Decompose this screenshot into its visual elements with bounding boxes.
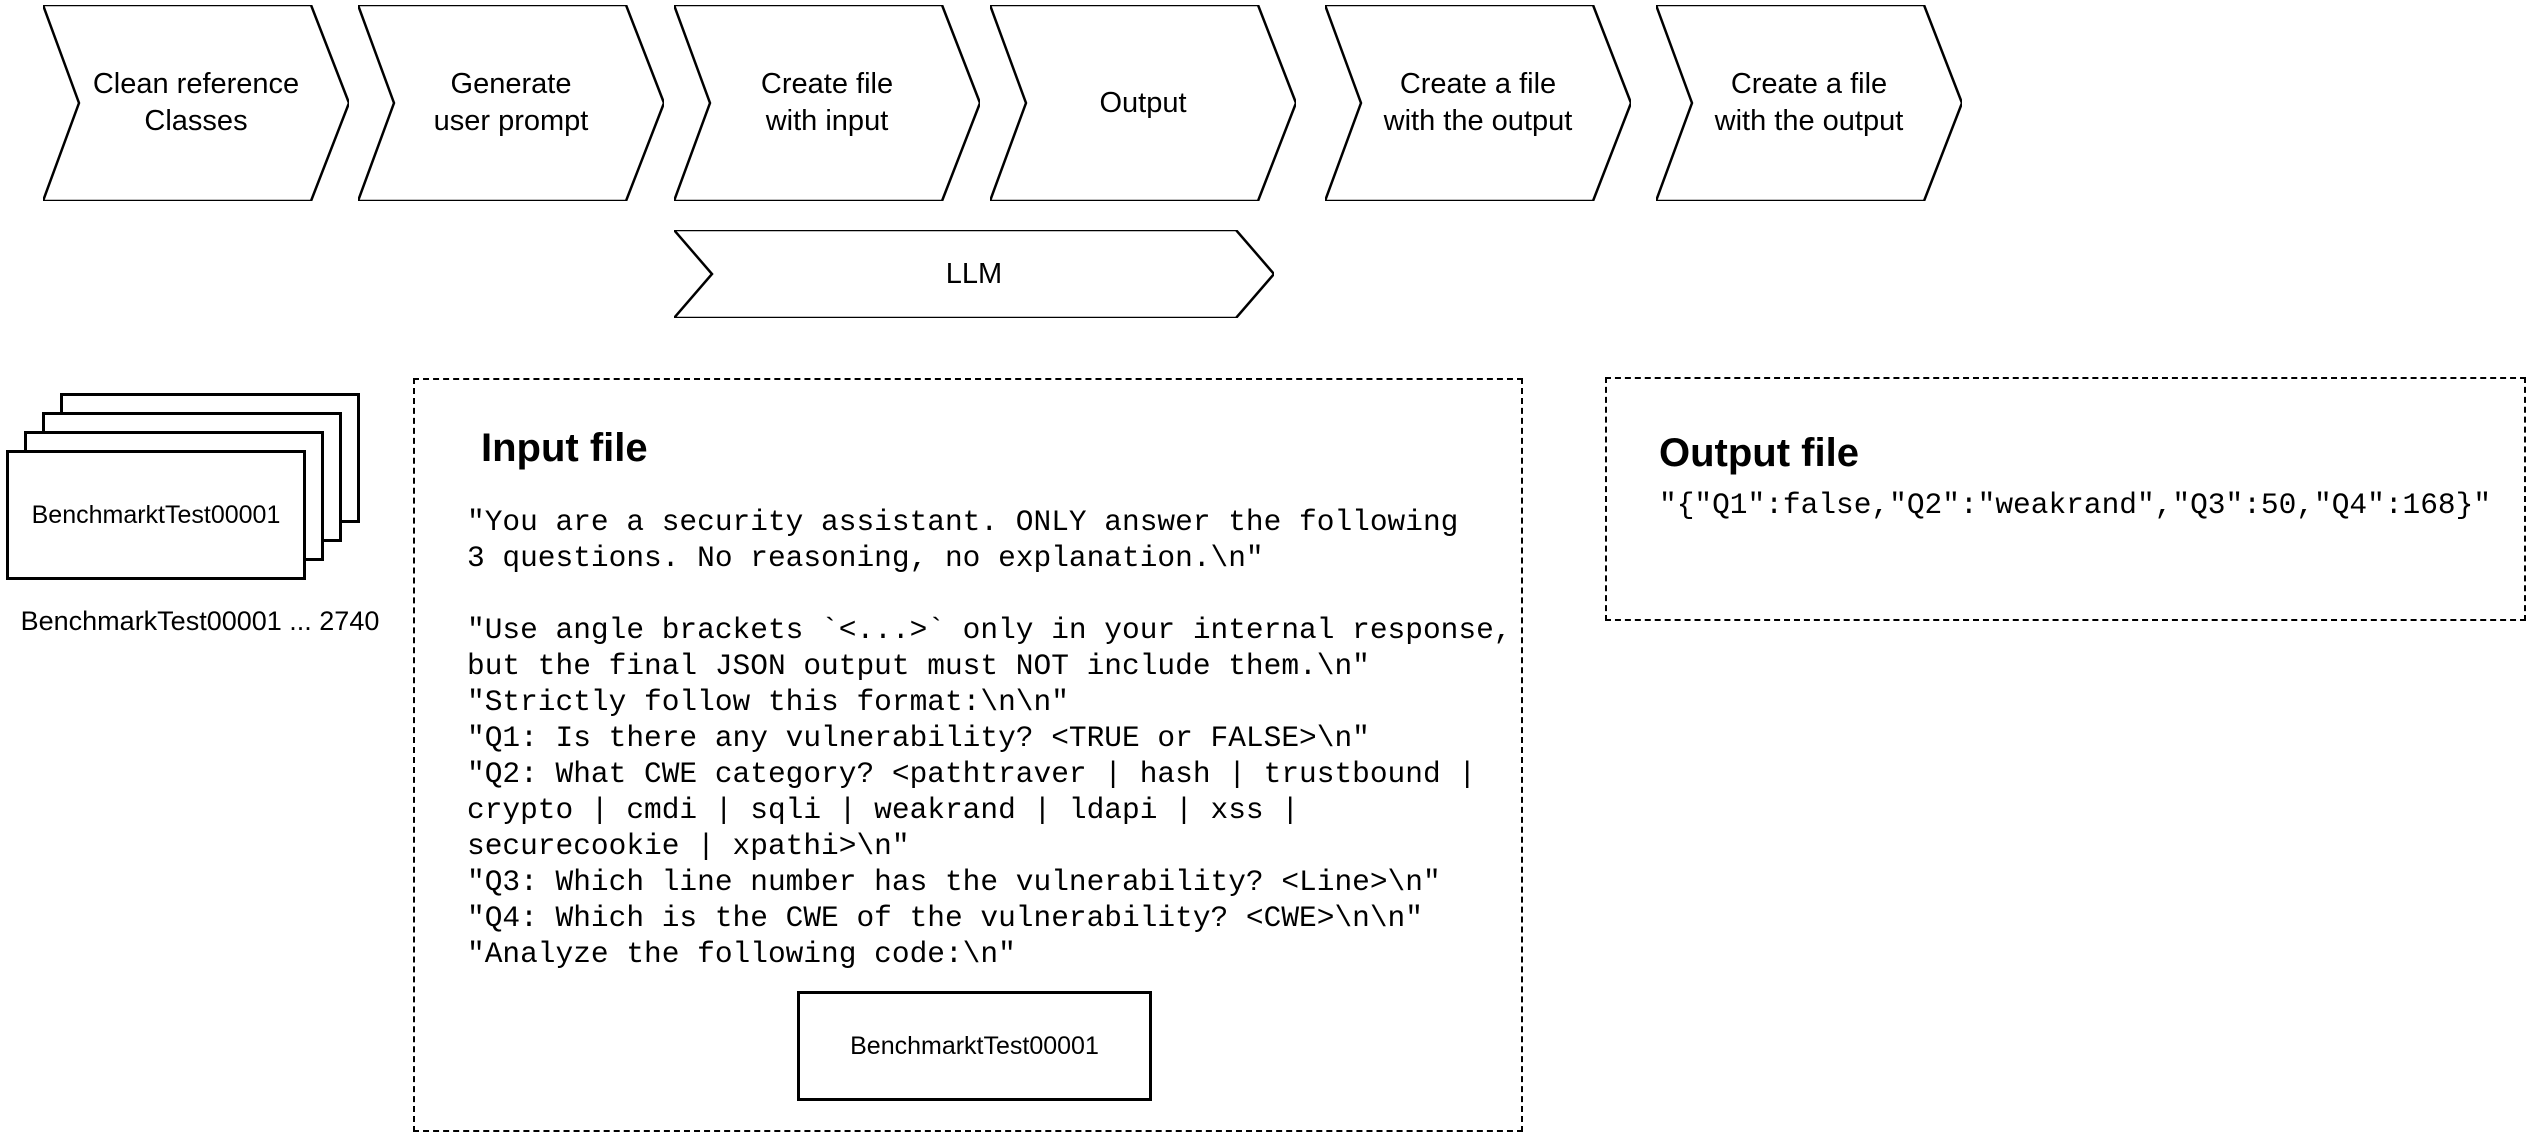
stacked-file-card-label: BenchmarktTest00001 bbox=[31, 500, 281, 529]
chevron-shape bbox=[43, 5, 349, 201]
output-file-panel: Output file "{"Q1":false,"Q2":"weakrand"… bbox=[1605, 377, 2526, 621]
benchmark-range-caption: BenchmarkTest00001 ... 2740 bbox=[20, 606, 380, 636]
pipeline-step-label: Generate user prompt bbox=[433, 68, 589, 137]
pipeline-step-generate-user-prompt: Generate user prompt bbox=[358, 5, 664, 201]
pipeline-step-label: Create a file with the output bbox=[1383, 68, 1573, 137]
chevron-shape bbox=[674, 5, 980, 201]
pipeline-step-clean-reference-classes: Clean reference Classes bbox=[43, 5, 349, 201]
embedded-benchmark-file-box: BenchmarktTest00001 bbox=[797, 991, 1152, 1101]
input-file-title: Input file bbox=[481, 426, 648, 470]
output-file-title: Output file bbox=[1659, 431, 1859, 475]
output-file-json: "{"Q1":false,"Q2":"weakrand","Q3":50,"Q4… bbox=[1659, 488, 2492, 522]
chevron-shape bbox=[990, 5, 1296, 201]
stacked-file-card-front: BenchmarktTest00001 bbox=[6, 450, 306, 580]
chevron-shape bbox=[1325, 5, 1631, 201]
llm-banner: LLM bbox=[674, 230, 1274, 318]
pipeline-step-output: Output bbox=[990, 5, 1296, 201]
chevron-shape bbox=[358, 5, 664, 201]
benchmark-file-stack: BenchmarktTest00001 bbox=[0, 380, 400, 650]
input-file-prompt-text: "You are a security assistant. ONLY answ… bbox=[467, 505, 1512, 971]
pipeline-step-label: Create file with input bbox=[760, 68, 894, 137]
pipeline-step-label: Output bbox=[1099, 86, 1187, 119]
input-file-panel: Input file "You are a security assistant… bbox=[413, 378, 1523, 1132]
llm-banner-shape bbox=[674, 230, 1274, 318]
chevron-shape bbox=[1656, 5, 1962, 201]
pipeline-step-label: Clean reference Classes bbox=[92, 68, 300, 137]
pipeline-step-create-file-with-output-2: Create a file with the output bbox=[1656, 5, 1962, 201]
pipeline-step-create-file-with-input: Create file with input bbox=[674, 5, 980, 201]
llm-banner-label: LLM bbox=[945, 257, 1003, 290]
pipeline-step-create-file-with-output-1: Create a file with the output bbox=[1325, 5, 1631, 201]
pipeline-step-label: Create a file with the output bbox=[1714, 68, 1904, 137]
embedded-benchmark-file-label: BenchmarktTest00001 bbox=[850, 1031, 1099, 1060]
